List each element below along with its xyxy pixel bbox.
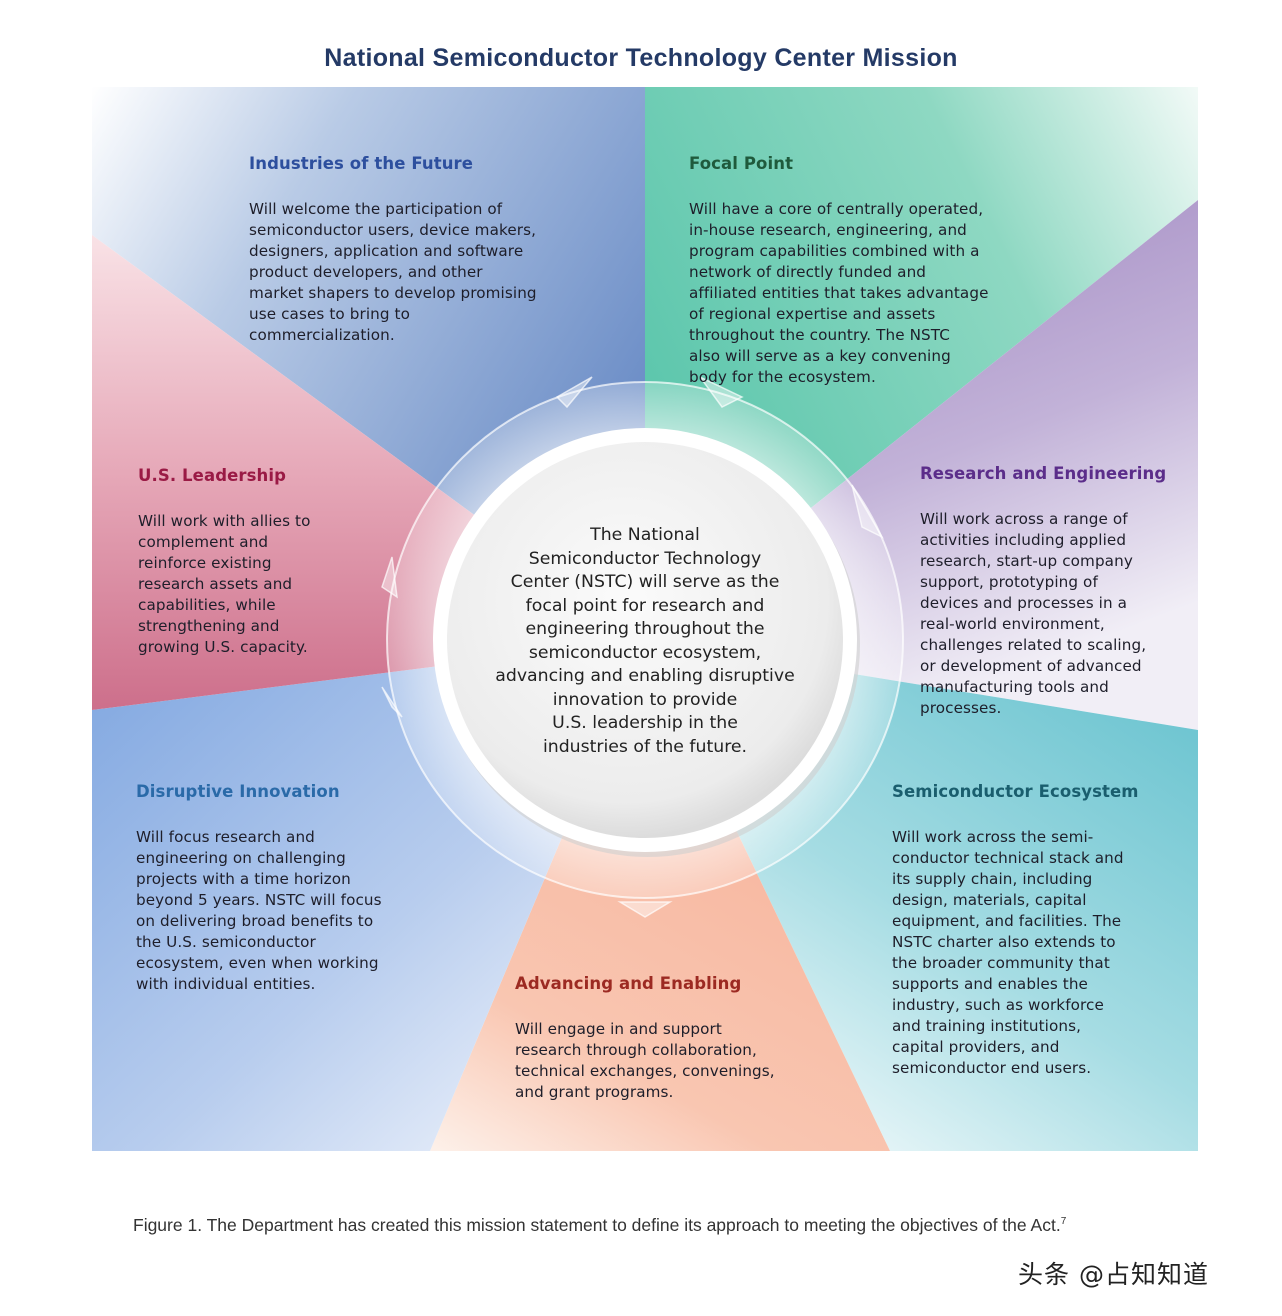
segment-semiconductor-ecosystem: Semiconductor Ecosystem Will work across… <box>892 760 1139 1079</box>
segment-heading: Research and Engineering <box>920 464 1167 483</box>
segment-us-leadership: U.S. Leadership Will work with allies to… <box>138 444 311 658</box>
segment-body: Will welcome the participation of semico… <box>249 200 537 344</box>
ring-notches <box>381 376 884 918</box>
segment-body: Will work across a range of activities i… <box>920 510 1147 717</box>
segment-body: Will work with allies to complement and … <box>138 512 311 656</box>
wedge-background <box>92 87 1198 1151</box>
watermark: 头条 @占知知道 <box>1018 1260 1209 1289</box>
segment-research-and-engineering: Research and Engineering Will work acros… <box>920 442 1166 719</box>
figure-caption: Figure 1. The Department has created thi… <box>133 1208 1113 1239</box>
segment-heading: Industries of the Future <box>249 154 474 173</box>
segment-body: Will have a core of centrally operated, … <box>689 200 989 386</box>
segment-body: Will engage in and support research thro… <box>515 1020 775 1101</box>
segment-disruptive-innovation: Disruptive Innovation Will focus researc… <box>136 760 382 995</box>
segment-heading: Disruptive Innovation <box>136 782 340 801</box>
segment-focal-point: Focal Point Will have a core of centrall… <box>689 132 989 388</box>
segment-heading: Semiconductor Ecosystem <box>892 782 1139 801</box>
center-mission-statement: The National Semiconductor Technology Ce… <box>495 525 795 757</box>
caption-text: Figure 1. The Department has created thi… <box>133 1214 1061 1235</box>
segment-body: Will focus research and engineering on c… <box>136 828 382 993</box>
mission-diagram <box>92 87 1198 1151</box>
segment-industries-of-the-future: Industries of the Future Will welcome th… <box>249 132 537 346</box>
segment-advancing-and-enabling: Advancing and Enabling Will engage in an… <box>515 952 775 1103</box>
caption-footnote: 7 <box>1060 1216 1067 1227</box>
segment-body: Will work across the semi- conductor tec… <box>892 828 1124 1077</box>
segment-heading: Advancing and Enabling <box>515 974 742 993</box>
center-disc <box>447 442 843 838</box>
segment-heading: U.S. Leadership <box>138 466 287 485</box>
diagram-title: National Semiconductor Technology Center… <box>324 44 958 72</box>
segment-heading: Focal Point <box>689 154 794 173</box>
